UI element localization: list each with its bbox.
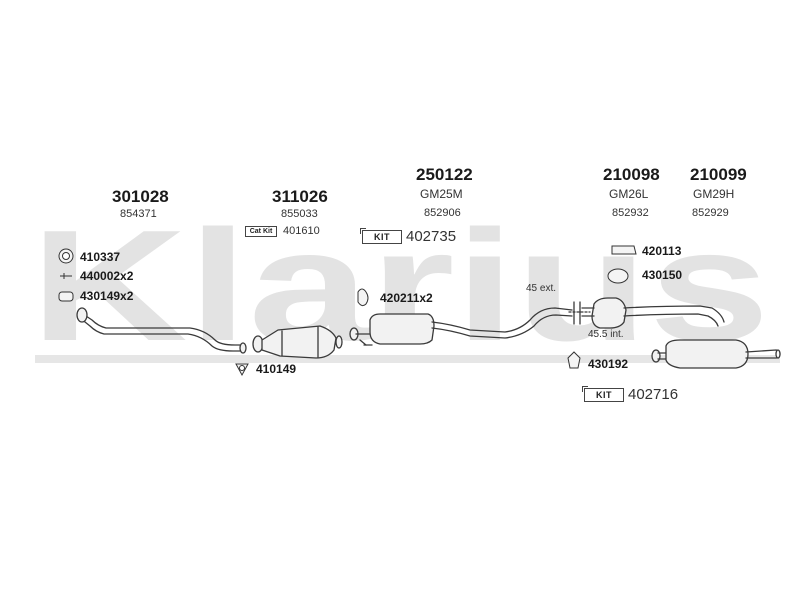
tailpipe: [745, 349, 781, 359]
rear-silencer: [665, 339, 749, 369]
intermediate-silencer: [591, 297, 627, 329]
clamp-icon: [58, 291, 74, 302]
accessory-430150: 430150: [642, 268, 683, 282]
kit-code-402735: 402735: [406, 228, 457, 245]
accessory-410337: 410337: [80, 250, 121, 264]
cat-kit-badge: Cat Kit: [245, 226, 277, 237]
centre-silencer: [369, 313, 435, 345]
note-45-5-int: 45.5 int.: [588, 329, 624, 340]
kit-code-402716: 402716: [628, 386, 679, 403]
bracket-icon: [611, 245, 637, 255]
part-number-210098: 210098: [603, 165, 660, 184]
part-number-250122: 250122: [416, 165, 473, 184]
note-45-ext: 45 ext.: [526, 283, 557, 294]
ref-852906: 852906: [424, 207, 461, 219]
ref-854371: 854371: [120, 208, 157, 220]
watermark-text: Klarius: [30, 198, 770, 374]
ref-855033: 855033: [281, 208, 318, 220]
accessory-420113: 420113: [642, 244, 682, 258]
rear-inlet-flange: [651, 349, 661, 363]
ref-gm25m: GM25M: [420, 187, 463, 201]
watermark-band: [35, 355, 780, 363]
ref-gm26l: GM26L: [609, 187, 649, 201]
ref-852929: 852929: [692, 207, 729, 219]
bolt-icon: [60, 273, 72, 279]
kit-badge-1: KIT: [360, 228, 402, 244]
rubber-mount-icon-2: [567, 351, 581, 369]
hanger-icon: [607, 268, 629, 284]
cat-kit-code: 401610: [283, 225, 320, 237]
part-number-311026: 311026: [272, 187, 328, 206]
rubber-mount-icon-1: [357, 288, 369, 307]
accessory-440002x2: 440002x2: [80, 269, 134, 283]
part-number-210099: 210099: [690, 165, 747, 184]
front-pipe: [79, 311, 243, 346]
catalytic-converter: [261, 325, 337, 359]
cat-outlet-flange: [335, 335, 343, 349]
part-number-301028: 301028: [112, 187, 169, 206]
kit-badge-2: KIT: [582, 386, 624, 402]
accessory-430192: 430192: [588, 357, 629, 371]
ref-852932: 852932: [612, 207, 649, 219]
accessory-430149x2: 430149x2: [80, 289, 134, 303]
front-pipe-flange: [76, 307, 88, 323]
ref-gm29h: GM29H: [693, 187, 735, 201]
accessory-410149: 410149: [256, 362, 297, 376]
accessory-420211x2: 420211x2: [380, 291, 433, 305]
